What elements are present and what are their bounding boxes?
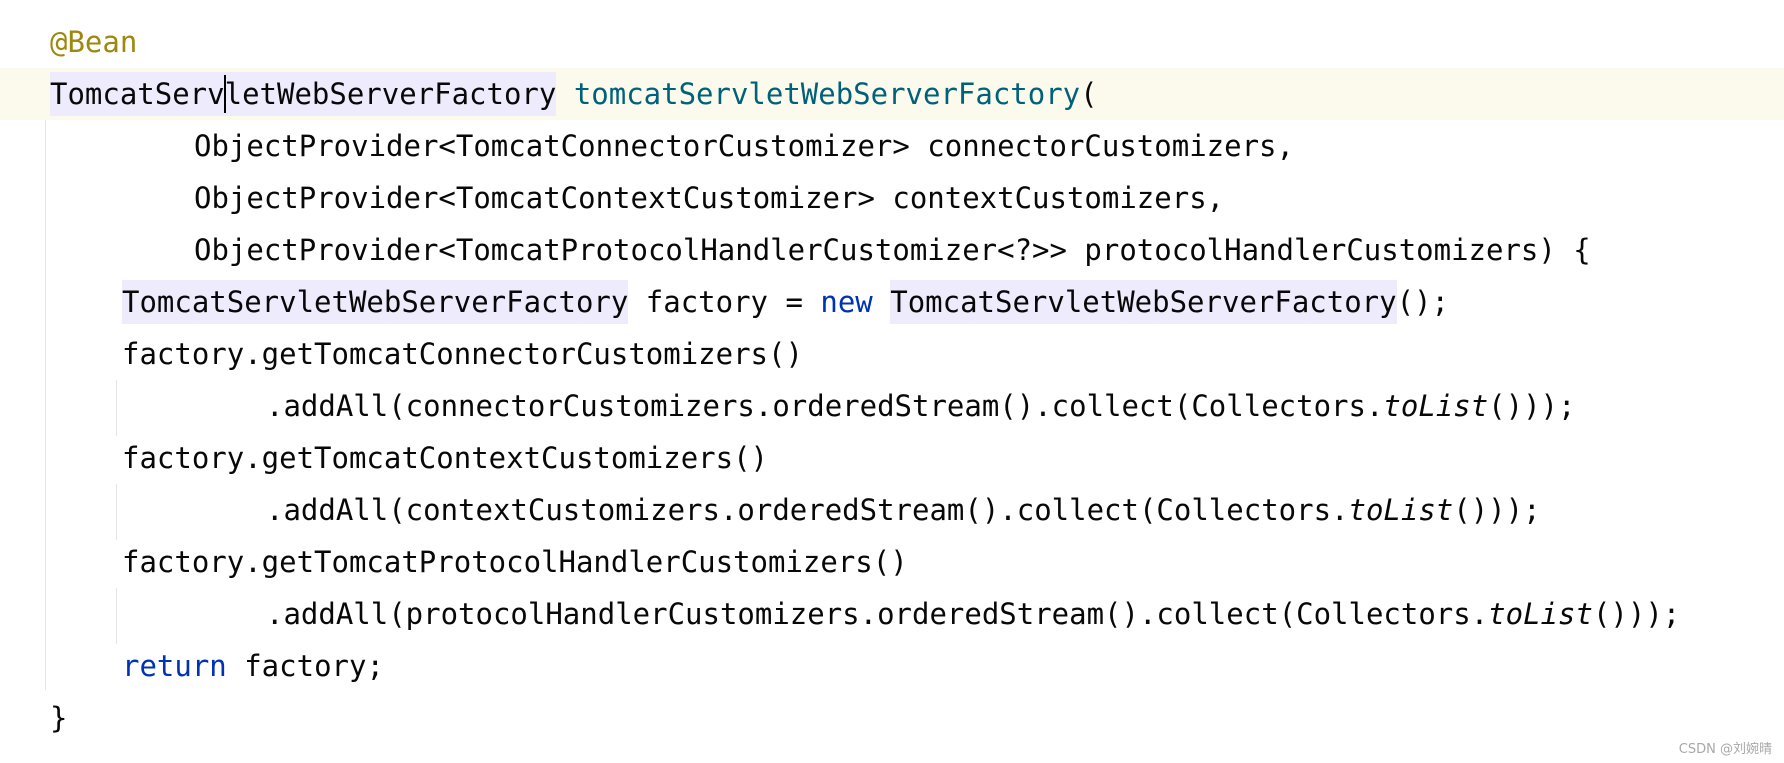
- text-caret: [223, 75, 226, 113]
- code-line[interactable]: return factory;: [0, 640, 1784, 692]
- code-text: .addAll(contextCustomizers.orderedStream…: [266, 484, 1541, 536]
- code-text: ObjectProvider<TomcatConnectorCustomizer…: [194, 120, 1294, 172]
- code-token: .addAll(contextCustomizers.orderedStream…: [266, 493, 1349, 527]
- code-line[interactable]: }: [0, 692, 1784, 744]
- code-line[interactable]: ObjectProvider<TomcatConnectorCustomizer…: [0, 120, 1784, 172]
- code-token: factory.getTomcatProtocolHandlerCustomiz…: [122, 545, 908, 579]
- code-line[interactable]: factory.getTomcatContextCustomizers(): [0, 432, 1784, 484]
- code-text: return factory;: [122, 640, 384, 692]
- code-line[interactable]: ObjectProvider<TomcatProtocolHandlerCust…: [0, 224, 1784, 276]
- indent-guide: [45, 116, 46, 690]
- code-line[interactable]: @Bean: [0, 16, 1784, 68]
- code-text: TomcatServletWebServerFactory factory = …: [122, 276, 1449, 328]
- code-text: factory.getTomcatContextCustomizers(): [122, 432, 768, 484]
- code-token: letWebServerFactory: [224, 72, 557, 116]
- code-token: @Bean: [50, 25, 138, 59]
- code-token: ();: [1396, 285, 1449, 319]
- code-line[interactable]: .addAll(connectorCustomizers.orderedStre…: [0, 380, 1784, 432]
- code-token: }: [50, 701, 68, 735]
- code-text: @Bean: [50, 16, 137, 68]
- code-token: .addAll(connectorCustomizers.orderedStre…: [266, 389, 1384, 423]
- code-line[interactable]: factory.getTomcatConnectorCustomizers(): [0, 328, 1784, 380]
- code-text: factory.getTomcatProtocolHandlerCustomiz…: [122, 536, 908, 588]
- code-text: .addAll(connectorCustomizers.orderedStre…: [266, 380, 1575, 432]
- code-text: .addAll(protocolHandlerCustomizers.order…: [266, 588, 1680, 640]
- code-token: new: [820, 285, 873, 319]
- code-token: toList: [1348, 493, 1454, 527]
- code-token: [556, 77, 573, 111]
- code-token: TomcatServ: [50, 72, 225, 116]
- code-line[interactable]: ObjectProvider<TomcatContextCustomizer> …: [0, 172, 1784, 224]
- code-token: ObjectProvider<TomcatProtocolHandlerCust…: [194, 233, 1591, 267]
- code-token: .addAll(protocolHandlerCustomizers.order…: [266, 597, 1489, 631]
- indent-guide: [116, 484, 117, 540]
- code-token: TomcatServletWebServerFactory: [122, 280, 629, 324]
- indent-guide: [116, 380, 117, 436]
- indent-guide: [116, 588, 117, 644]
- code-token: [873, 285, 890, 319]
- code-text: TomcatServletWebServerFactory tomcatServ…: [50, 68, 1098, 120]
- code-token: (: [1080, 77, 1098, 111]
- code-line[interactable]: .addAll(protocolHandlerCustomizers.order…: [0, 588, 1784, 640]
- code-token: ()));: [1488, 389, 1576, 423]
- code-token: ()));: [1453, 493, 1541, 527]
- code-token: factory.getTomcatConnectorCustomizers(): [122, 337, 803, 371]
- code-text: ObjectProvider<TomcatContextCustomizer> …: [194, 172, 1224, 224]
- code-text: }: [50, 692, 67, 744]
- code-token: tomcatServletWebServerFactory: [573, 77, 1081, 111]
- code-line[interactable]: TomcatServletWebServerFactory tomcatServ…: [0, 68, 1784, 120]
- code-text: factory.getTomcatConnectorCustomizers(): [122, 328, 803, 380]
- code-token: TomcatServletWebServerFactory: [890, 280, 1397, 324]
- code-token: toList: [1383, 389, 1489, 423]
- code-line[interactable]: factory.getTomcatProtocolHandlerCustomiz…: [0, 536, 1784, 588]
- code-token: factory =: [628, 285, 821, 319]
- watermark: CSDN @刘婉晴: [1678, 742, 1772, 757]
- code-line[interactable]: TomcatServletWebServerFactory factory = …: [0, 276, 1784, 328]
- code-token: factory.getTomcatContextCustomizers(): [122, 441, 769, 475]
- code-token: ()));: [1592, 597, 1681, 631]
- code-line[interactable]: .addAll(contextCustomizers.orderedStream…: [0, 484, 1784, 536]
- code-token: ObjectProvider<TomcatConnectorCustomizer…: [194, 129, 1294, 163]
- code-token: return: [122, 649, 227, 683]
- code-token: ObjectProvider<TomcatContextCustomizer> …: [194, 181, 1225, 215]
- code-token: toList: [1488, 597, 1593, 631]
- code-token: factory;: [226, 649, 384, 683]
- code-text: ObjectProvider<TomcatProtocolHandlerCust…: [194, 224, 1591, 276]
